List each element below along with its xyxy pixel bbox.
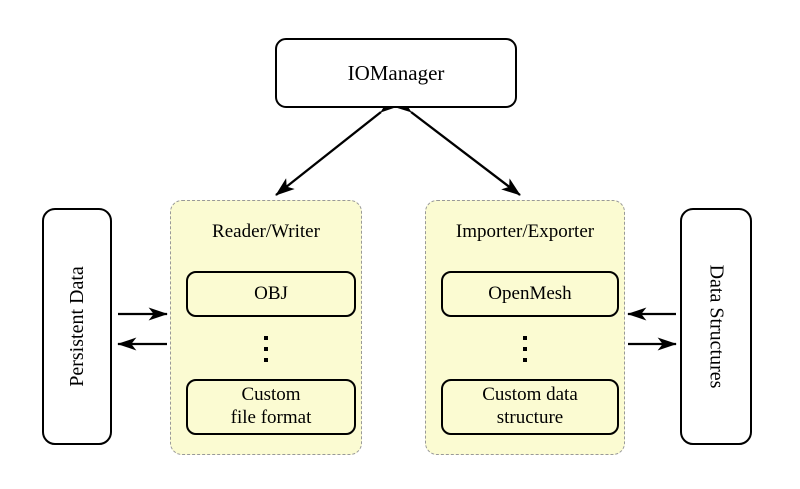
panel-importer-exporter-title: Importer/Exporter (455, 221, 595, 242)
connector-manager-reader-writer (275, 95, 400, 196)
node-custom-data-structure-line2: structure (496, 407, 564, 428)
node-custom-file-format-line1: Custom (241, 384, 301, 406)
data-structures-node[interactable]: Data Structures (680, 208, 752, 445)
reader-writer-ellipsis-icon (171, 329, 361, 362)
io-manager-node[interactable]: IOManager (275, 38, 517, 108)
panel-importer-exporter[interactable]: Importer/Exporter OpenMesh Custom data s… (425, 200, 625, 455)
node-custom-data-structure-line1: Custom data (482, 384, 578, 406)
node-openmesh-label: OpenMesh (488, 282, 572, 304)
importer-exporter-ellipsis-icon (426, 329, 624, 362)
io-manager-label: IOManager (347, 60, 445, 85)
node-custom-data-structure[interactable]: Custom data structure (441, 379, 619, 435)
persistent-data-label: Persistent Data (65, 266, 88, 387)
panel-reader-writer-title: Reader/Writer (212, 221, 320, 242)
data-structures-label: Data Structures (705, 264, 728, 389)
connector-manager-importer-exporter (392, 95, 521, 196)
node-openmesh[interactable]: OpenMesh (441, 271, 619, 317)
node-custom-file-format[interactable]: Custom file format (186, 379, 356, 435)
node-obj[interactable]: OBJ (186, 271, 356, 317)
node-custom-file-format-line2: file format (230, 407, 312, 428)
persistent-data-node[interactable]: Persistent Data (42, 208, 112, 445)
node-obj-label: OBJ (254, 282, 288, 304)
panel-reader-writer[interactable]: Reader/Writer OBJ Custom file format (170, 200, 362, 455)
